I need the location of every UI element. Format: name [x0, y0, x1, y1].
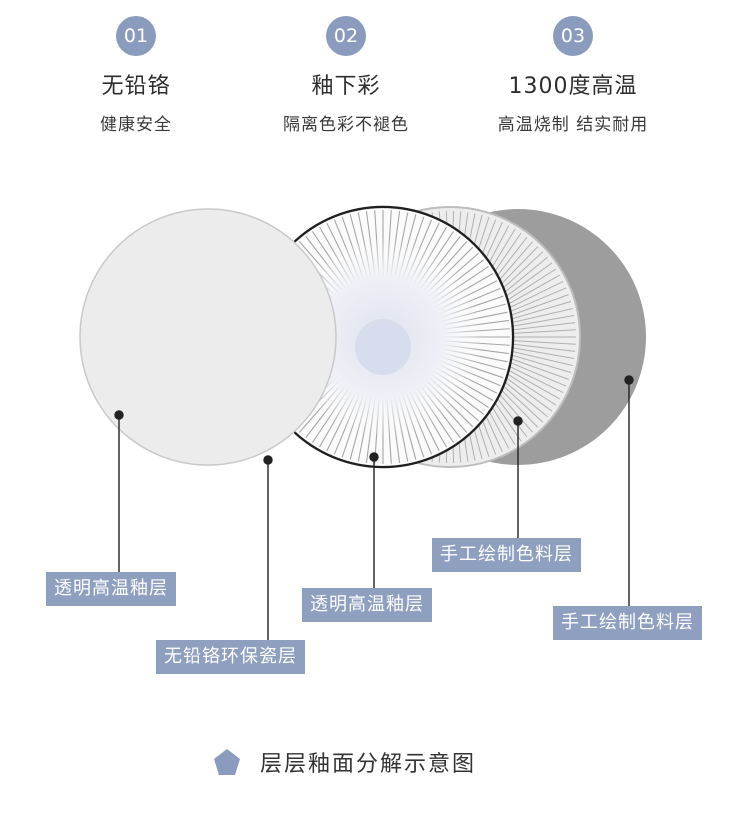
pointer-dot	[624, 375, 634, 385]
porcelain-disc	[79, 208, 337, 466]
feature-subtitle: 高温烧制 结实耐用	[497, 115, 649, 135]
diagram-caption: 层层釉面分解示意图	[212, 746, 476, 778]
caption-text: 层层釉面分解示意图	[260, 752, 477, 777]
feature-title: 无铅铬	[101, 74, 171, 99]
feature-subtitle: 健康安全	[100, 115, 172, 135]
feature-title: 1300度高温	[508, 74, 638, 99]
feature-number-badge: 03	[553, 16, 593, 56]
pointer-dot	[513, 416, 523, 426]
pointer-dot	[114, 410, 124, 420]
layer-label: 无铅铬环保瓷层	[156, 640, 305, 674]
layer-label: 手工绘制色料层	[432, 538, 581, 572]
pointer-dot	[369, 452, 379, 462]
feature-2: 02 釉下彩 隔离色彩不褪色	[226, 16, 466, 135]
layer-label: 透明高温釉层	[302, 588, 432, 622]
feature-number-badge: 02	[326, 16, 366, 56]
pentagon-icon	[214, 749, 240, 775]
feature-title: 釉下彩	[311, 74, 381, 99]
feature-subtitle: 隔离色彩不褪色	[283, 115, 409, 135]
pointer-dot	[263, 455, 273, 465]
feature-number-badge: 01	[116, 16, 156, 56]
white-ray-disc	[283, 237, 483, 437]
layer-label: 透明高温釉层	[46, 572, 176, 606]
feature-1: 01 无铅铬 健康安全	[16, 16, 256, 135]
feature-3: 03 1300度高温 高温烧制 结实耐用	[453, 16, 693, 135]
layer-label: 手工绘制色料层	[553, 606, 702, 640]
